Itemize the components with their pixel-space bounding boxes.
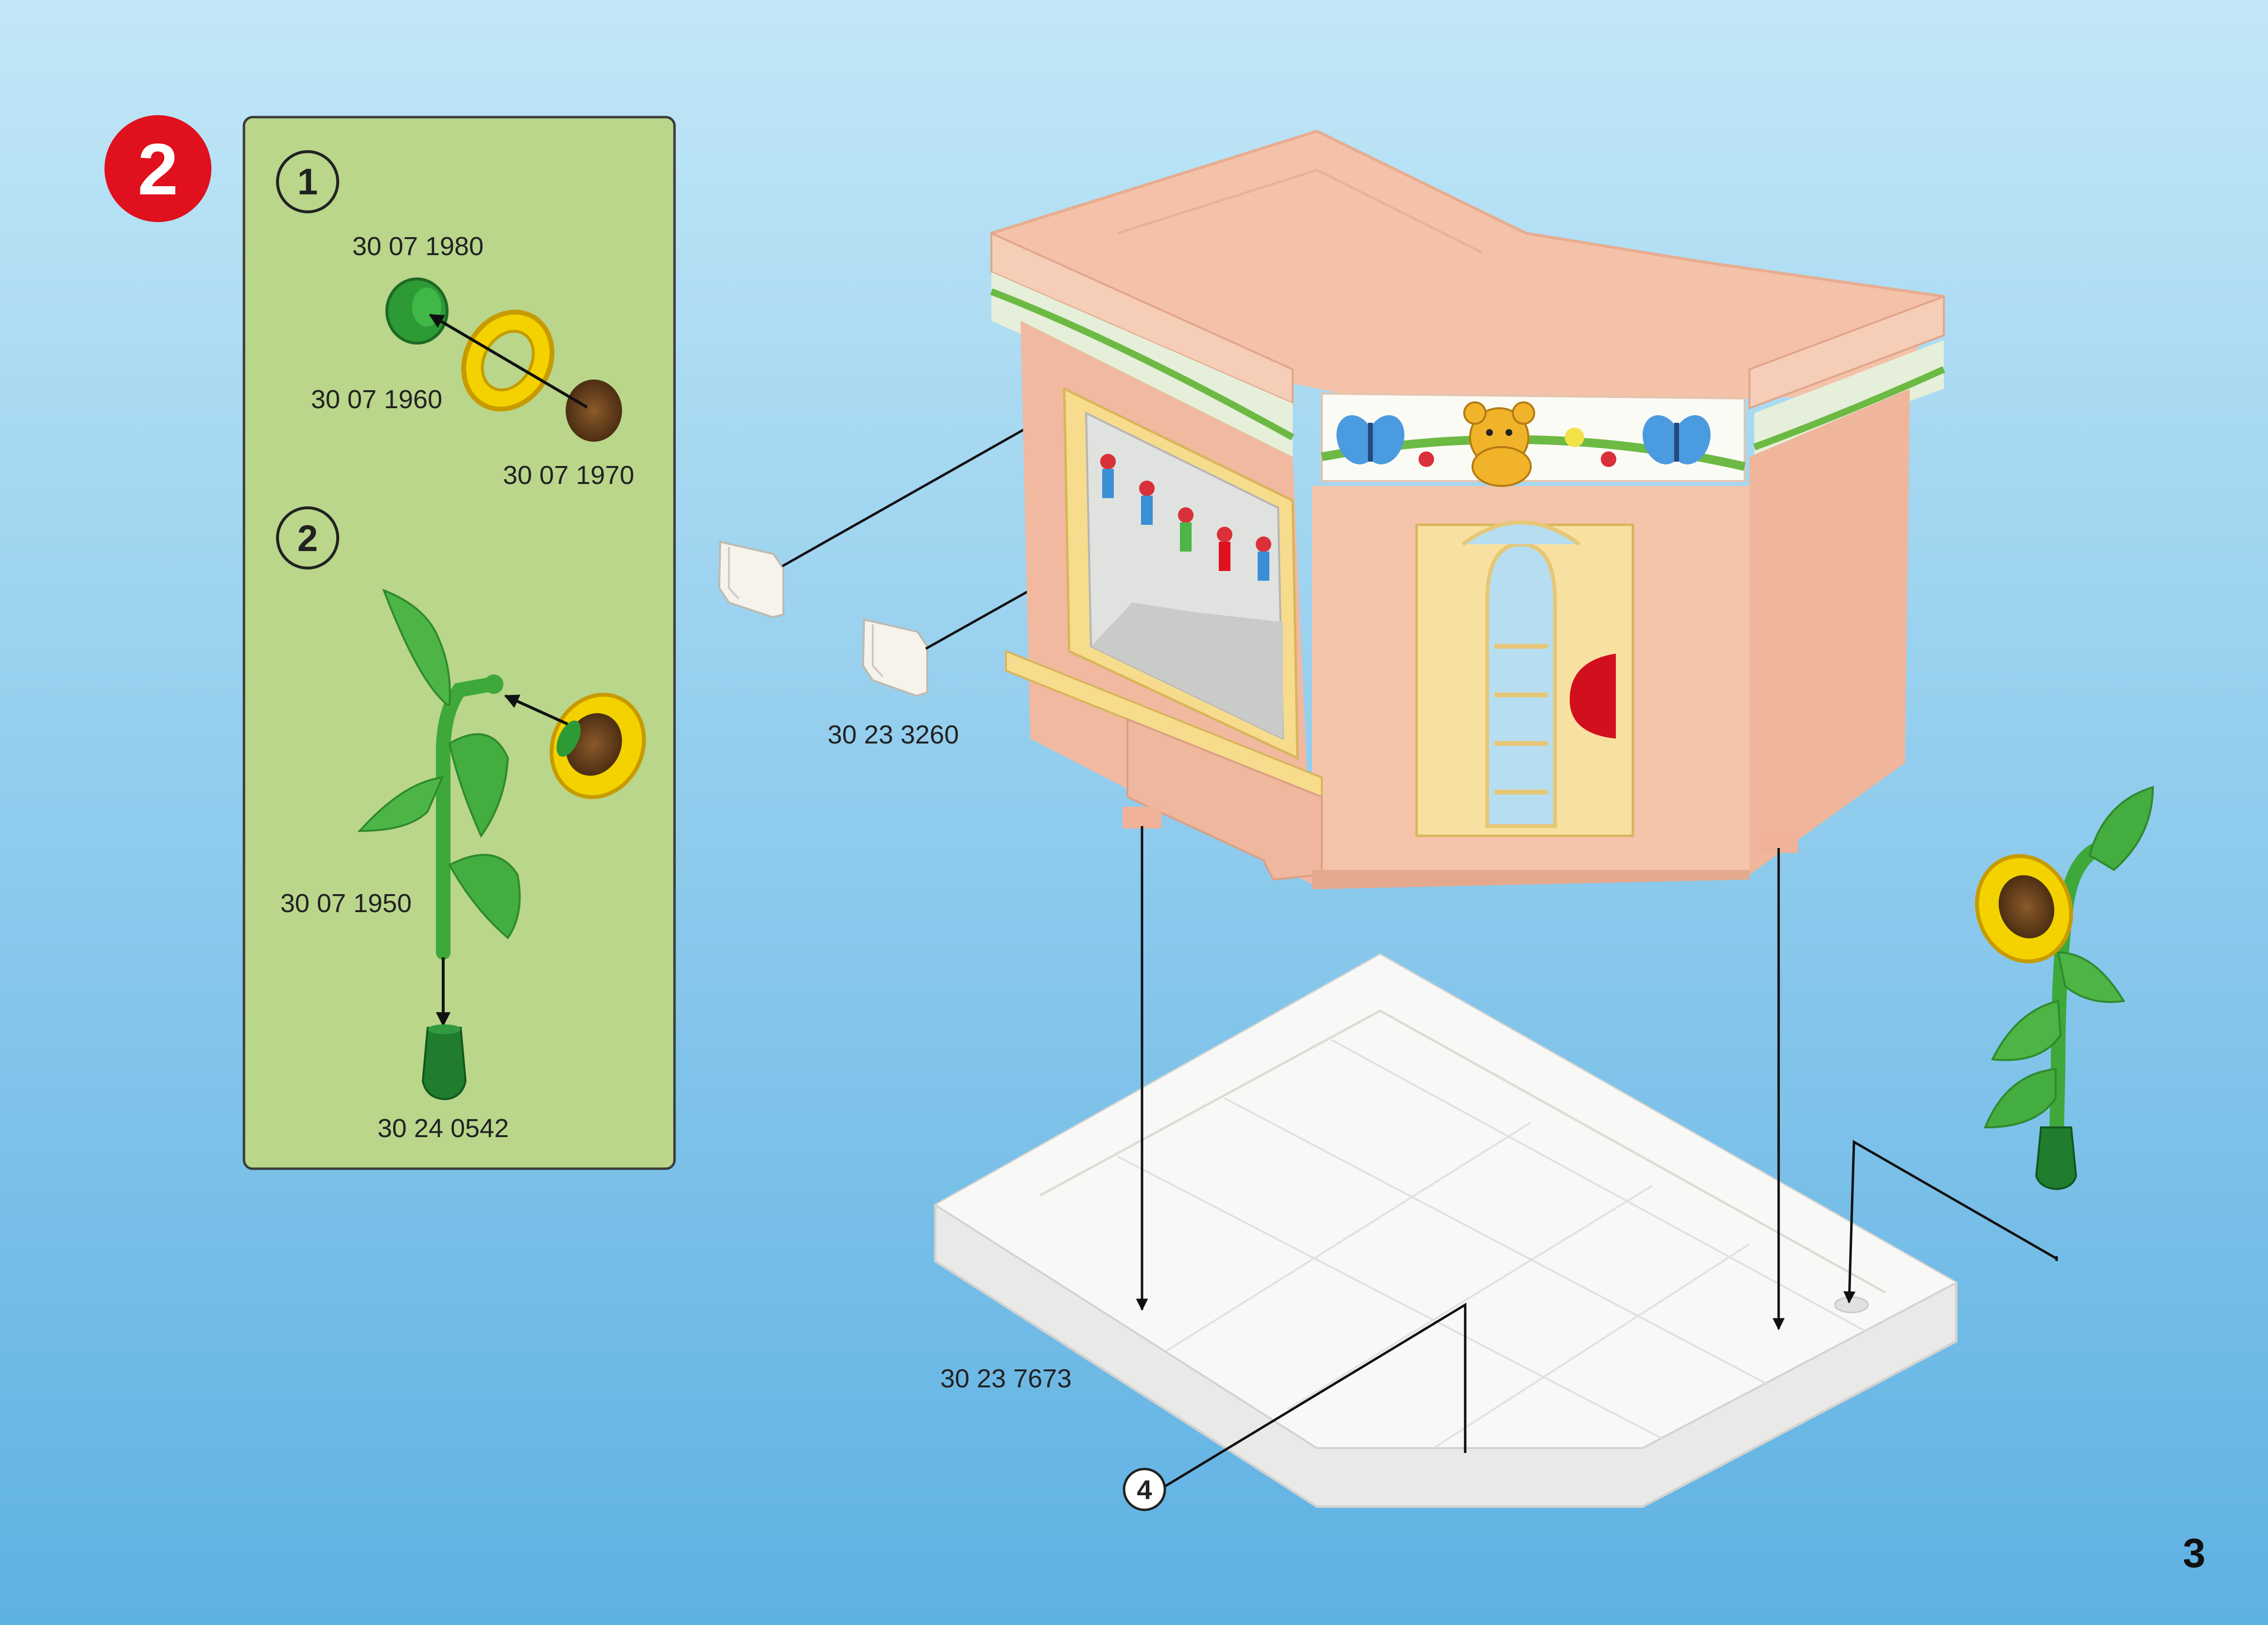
part-label-wall-clip: 30 23 3260 xyxy=(828,720,959,749)
part-label-stem-base: 30 24 0542 xyxy=(378,1114,509,1143)
door xyxy=(1417,522,1633,836)
part-label-petals: 30 07 1960 xyxy=(311,385,442,414)
part-label-stem: 30 07 1950 xyxy=(280,889,412,918)
sub-step-1-number: 1 xyxy=(297,161,318,203)
callout-number: 4 xyxy=(1137,1474,1152,1505)
page-number: 3 xyxy=(2183,1530,2206,1576)
part-label-flower-center: 30 07 1970 xyxy=(503,461,634,490)
teddy-bear-decoration xyxy=(1464,402,1534,486)
stopper-part xyxy=(387,279,447,343)
sub-step-2-number: 2 xyxy=(297,518,318,559)
stem-base-part xyxy=(423,1024,466,1099)
flower-center-part xyxy=(566,380,622,442)
part-label-base-plate: 30 23 7673 xyxy=(940,1364,1072,1393)
step-number: 2 xyxy=(138,128,178,210)
part-label-stopper: 30 07 1980 xyxy=(352,232,484,261)
sub-assembly-panel: 1 30 07 1980 30 07 1960 30 07 1970 2 xyxy=(244,117,675,1169)
step-badge: 2 xyxy=(104,115,211,222)
